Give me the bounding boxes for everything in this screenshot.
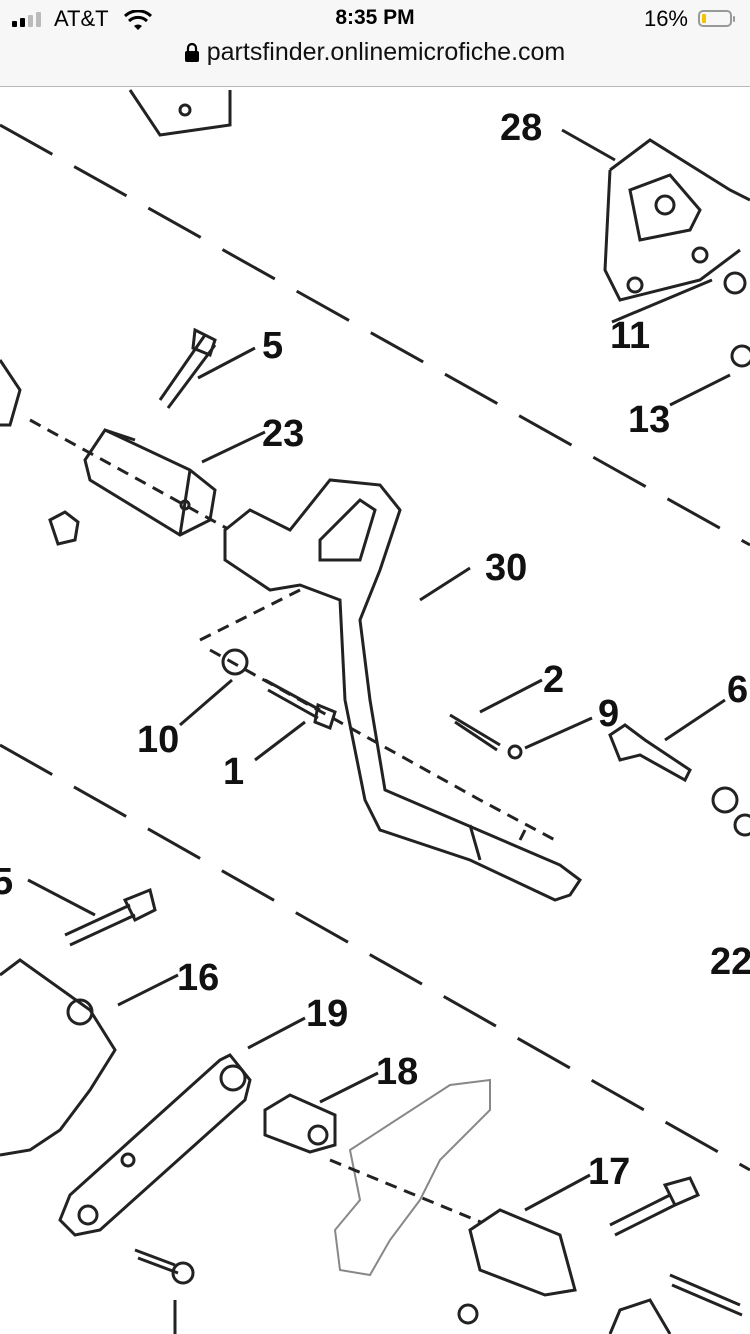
part-30-arm <box>223 478 583 902</box>
url-text: partsfinder.onlinemicrofiche.com <box>206 38 566 66</box>
part-23-clevis <box>83 428 217 537</box>
part-1-bolt <box>264 678 337 730</box>
nut <box>48 510 80 546</box>
part-16-lever <box>0 958 117 1157</box>
carrier: AT&T <box>54 6 109 31</box>
callout-5[interactable]: 5 <box>262 325 283 367</box>
battery-icon <box>698 10 735 27</box>
part-18-bushing <box>263 1093 337 1154</box>
part-6-bolt <box>608 723 692 783</box>
bolt <box>609 1176 701 1237</box>
callout-17[interactable]: 17 <box>588 1151 630 1193</box>
callout-9[interactable]: 9 <box>598 693 619 735</box>
callout-11[interactable]: 11 <box>610 315 650 357</box>
callout-30[interactable]: 30 <box>485 547 527 589</box>
part-13-nut <box>730 344 750 368</box>
cellular-signal-icon <box>12 12 41 27</box>
lock-icon <box>184 42 199 62</box>
parts-diagram[interactable]: 28 11 13 5 23 30 2 9 6 10 1 5 16 19 18 1… <box>0 87 750 1334</box>
part-28-bracket <box>603 138 750 302</box>
battery-percent: 16% <box>643 6 688 31</box>
part-19-link <box>58 1053 252 1237</box>
wifi-icon <box>123 10 153 30</box>
section-line-lower <box>0 743 750 1172</box>
callout-28[interactable]: 28 <box>500 107 542 149</box>
section-line-upper <box>0 123 750 547</box>
part-15-bolt <box>64 887 157 947</box>
part-11-washer <box>723 271 747 295</box>
address-bar[interactable]: partsfinder.onlinemicrofiche.com <box>0 38 750 67</box>
callout-1[interactable]: 1 <box>223 751 244 793</box>
callout-19[interactable]: 19 <box>306 993 348 1035</box>
callout-23[interactable]: 23 <box>262 413 304 455</box>
callout-2[interactable]: 2 <box>543 659 564 701</box>
part-17-clevis <box>468 1208 577 1297</box>
callout-10[interactable]: 10 <box>137 719 179 761</box>
part-5-bolt <box>158 327 217 409</box>
callout-5-lower[interactable]: 5 <box>0 861 13 903</box>
part-2-bolt <box>449 713 501 752</box>
part-9-washer <box>507 744 523 760</box>
callout-13[interactable]: 13 <box>628 399 670 441</box>
part-10-washer <box>221 648 249 676</box>
clock: 8:35 PM <box>335 6 415 29</box>
callout-18[interactable]: 18 <box>376 1051 418 1093</box>
callout-6[interactable]: 6 <box>727 669 748 711</box>
browser-chrome: AT&T 8:35 PM 16% partsfinder.onlinemicro… <box>0 0 750 87</box>
callout-16[interactable]: 16 <box>177 957 219 999</box>
callout-22[interactable]: 22 <box>710 941 750 983</box>
